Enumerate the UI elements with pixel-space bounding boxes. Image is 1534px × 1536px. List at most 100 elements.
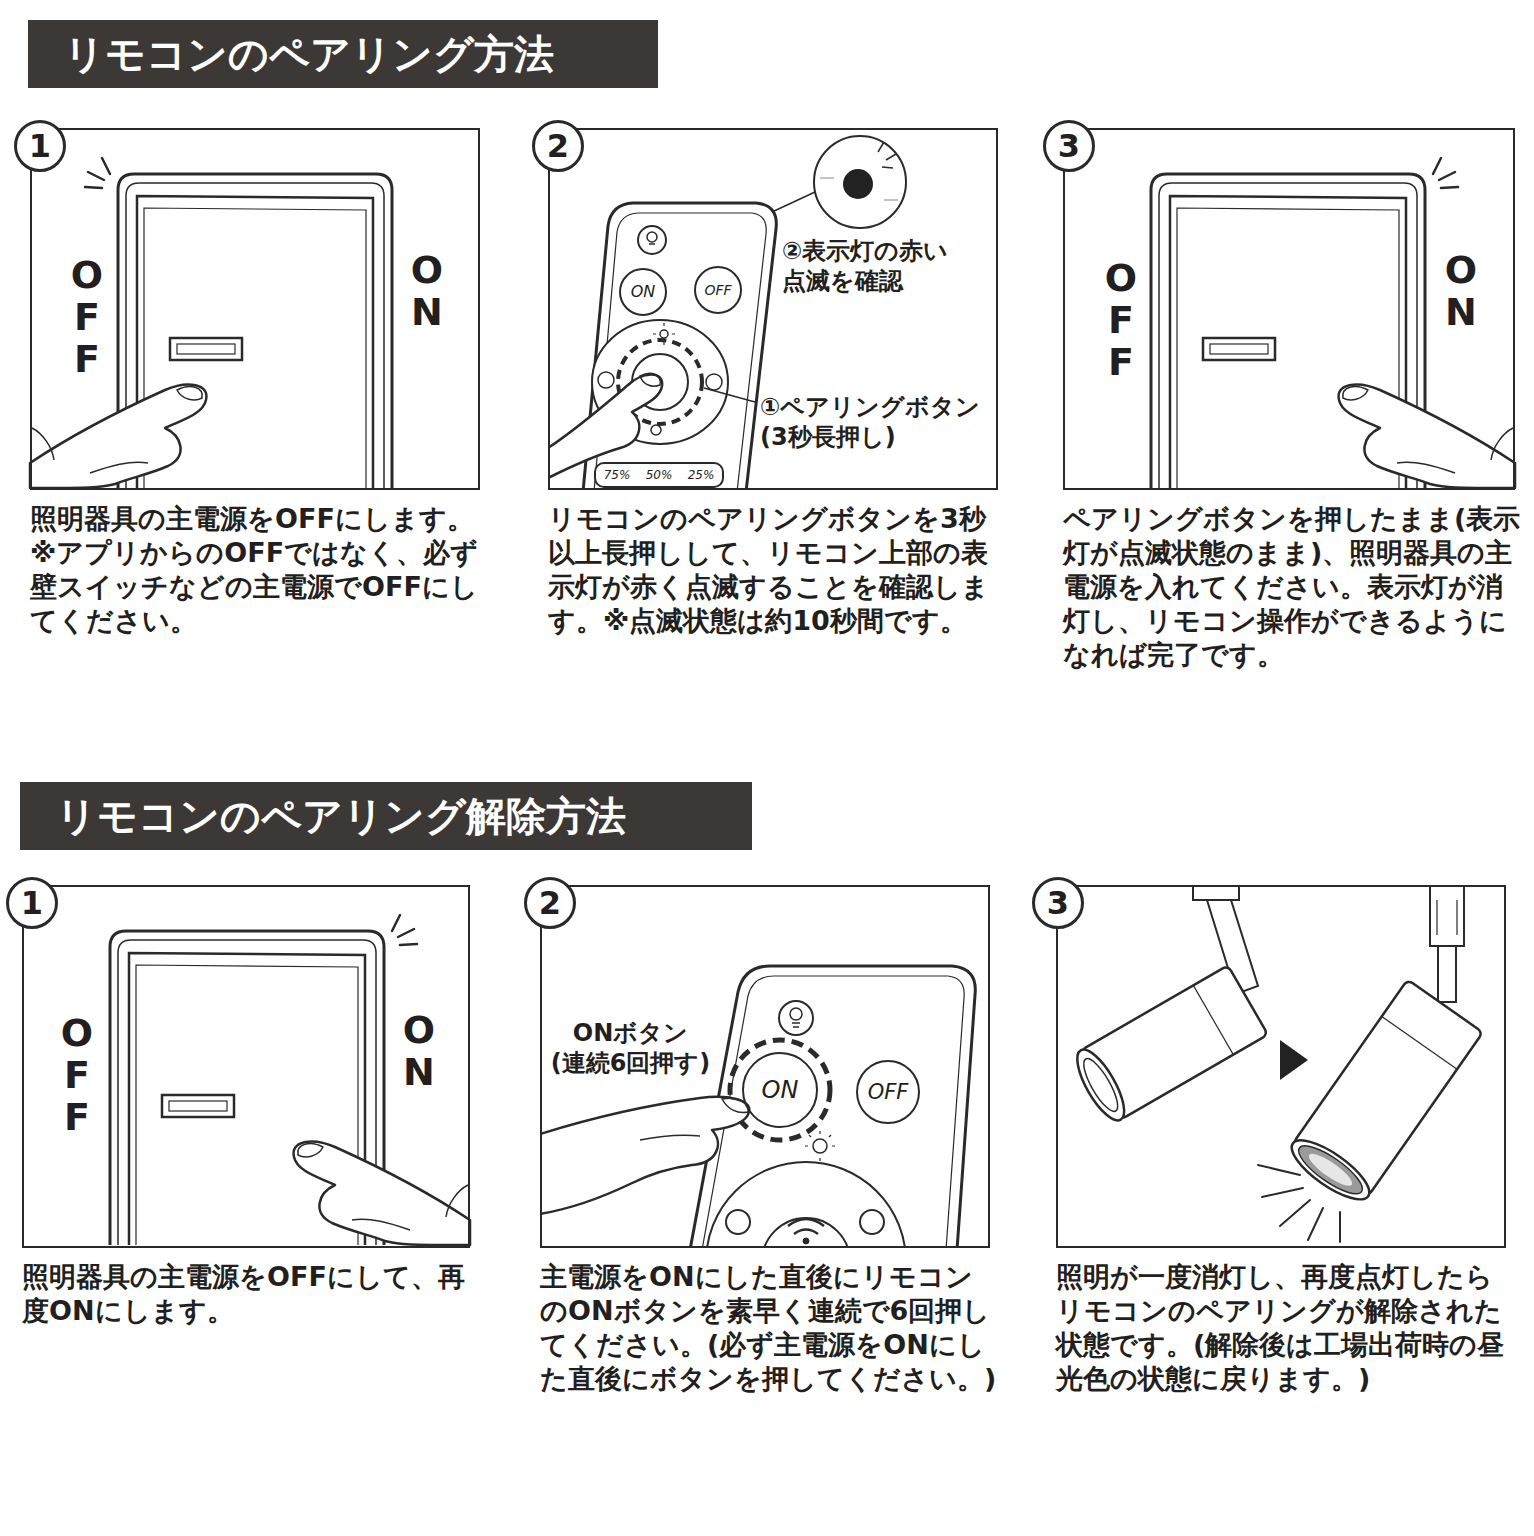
step-b2-art (813, 1139, 827, 1153)
switch-label: OFF (1102, 258, 1140, 383)
step-b3-art (1305, 1149, 1356, 1190)
step-number-circle: 3 (1032, 877, 1084, 929)
section-heading: リモコンのペアリング解除方法 (20, 782, 752, 850)
step-b2-art (541, 966, 975, 1247)
step-b1-art (110, 915, 470, 1245)
button-label: ON (631, 284, 656, 300)
step-number: 2 (547, 130, 569, 162)
switch-label: ON (400, 1010, 438, 1094)
step-number-circle: 1 (6, 877, 58, 929)
step-b3-art (1438, 946, 1456, 1002)
switch-label: OFF (68, 255, 106, 380)
step-b2-art (860, 1210, 884, 1234)
step-b3-art (1284, 980, 1483, 1210)
remote-button: OFF (856, 1060, 920, 1124)
step-b3-art (1437, 900, 1457, 935)
step-caption: 主電源をONにした直後にリモコンのONボタンを素早く連続で6回押してください。(… (540, 1260, 1000, 1396)
step-a2-art (638, 226, 666, 254)
step-b3-art (1078, 1055, 1124, 1116)
step-a3-art (1339, 385, 1515, 488)
switch-label: OFF (58, 1013, 96, 1138)
step-a2-art (640, 373, 660, 386)
step-a2-art (653, 323, 675, 345)
button-label: OFF (868, 1082, 909, 1103)
step-b3-art (1069, 1043, 1133, 1126)
step-b2-art (790, 1008, 802, 1020)
step-a2-art (704, 388, 755, 402)
step-panel: 照明が一度消灯し、再度点灯したらリモコンのペアリングが解除された状態です。(解除… (1056, 885, 1506, 1248)
step-number-circle: 3 (1043, 120, 1095, 172)
step-b2-art (762, 1218, 850, 1247)
step-a2-art (843, 169, 873, 199)
step-b2-art (706, 1162, 906, 1247)
step-b2-art (805, 1131, 835, 1161)
heading-text: リモコンのペアリング方法 (64, 27, 554, 82)
step-b2-art (640, 1135, 700, 1140)
step-number: 1 (21, 887, 43, 919)
step-a2-art (647, 232, 657, 242)
step-b3-art (1292, 1138, 1368, 1201)
step-b3-art (1382, 1016, 1457, 1069)
step-b3-art (1069, 965, 1268, 1126)
step-b3-art (1284, 1130, 1378, 1209)
heading-text: リモコンのペアリング解除方法 (56, 789, 626, 844)
step-number: 1 (29, 130, 51, 162)
step-a2-art (878, 142, 896, 168)
remote-button: ON (742, 1052, 818, 1128)
step-b2-art (541, 1097, 749, 1214)
step-b2-art (788, 1219, 824, 1234)
step-a1-art (30, 158, 392, 488)
step-a2-art (649, 243, 655, 245)
step-caption: 照明器具の主電源をOFFにします。※アプリからのOFFではなく、必ず壁スイッチな… (30, 502, 490, 638)
step-b3-art (1258, 1165, 1340, 1242)
step-number: 3 (1047, 887, 1069, 919)
step-a2-art (598, 372, 614, 388)
step-caption: 照明器具の主電源をOFFにして、再度ONにします。 (22, 1260, 480, 1328)
dimmer-bar: 75% 50% 25% (594, 462, 724, 488)
callout-text: ①ペアリングボタン (3秒長押し) (760, 392, 992, 452)
step-b3-art (1193, 985, 1233, 1054)
switch-label: ON (408, 250, 446, 334)
step-a2-art (706, 374, 722, 390)
step-caption: 照明が一度消灯し、再度点灯したらリモコンのペアリングが解除された状態です。(解除… (1056, 1260, 1516, 1396)
step-b3-art (1193, 886, 1239, 900)
step-number: 2 (539, 887, 561, 919)
step-b2-art (722, 1098, 748, 1112)
callout-text: ONボタン (連続6回押す) (548, 1018, 713, 1078)
step-b2-art (803, 1238, 809, 1244)
step-a2-art (651, 425, 661, 435)
step-number-circle: 1 (14, 120, 66, 172)
remote-button: ON (619, 268, 667, 316)
step-a2-art (660, 330, 668, 338)
step-a2-art (772, 192, 815, 212)
step-b2-art (730, 1040, 830, 1140)
step-b2-art (792, 1023, 800, 1027)
callout-text: ②表示灯の赤い 点滅を確認 (782, 236, 972, 296)
step-a2-art (814, 136, 906, 228)
section-heading: リモコンのペアリング方法 (28, 20, 658, 88)
button-label: OFF (704, 283, 731, 297)
step-caption: リモコンのペアリングボタンを3秒以上長押しして、リモコン上部の表示灯が赤く点滅す… (548, 502, 1008, 638)
step-number-circle: 2 (532, 120, 584, 172)
step-a1-art (30, 385, 206, 488)
step-a3-art (1433, 158, 1458, 188)
step-b2-art (726, 1210, 750, 1234)
step-a3-art (1151, 158, 1515, 488)
step-b1-art (294, 1142, 470, 1245)
step-b3-art (1280, 1040, 1308, 1080)
step-b3-art (1293, 980, 1483, 1197)
step-a2-art (820, 178, 898, 200)
percent-label: 75% (604, 469, 631, 481)
step-b3-art (1430, 886, 1464, 946)
switch-label: ON (1442, 250, 1480, 334)
step-number-circle: 2 (524, 877, 576, 929)
step-caption: ペアリングボタンを押したまま(表示灯が点滅状態のまま)、照明器具の主電源を入れて… (1063, 502, 1525, 672)
step-b3-art (1069, 886, 1483, 1242)
step-number: 3 (1058, 130, 1080, 162)
percent-label: 25% (688, 469, 715, 481)
step-a1-art (85, 158, 110, 188)
step-b2-art (779, 1001, 813, 1035)
percent-label: 50% (646, 469, 673, 481)
remote-button: OFF (694, 266, 742, 314)
